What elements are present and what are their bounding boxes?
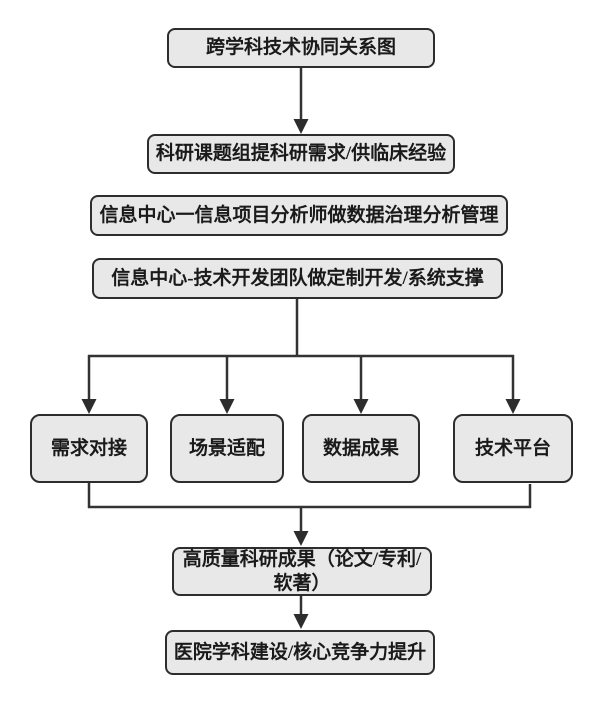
flow-node-outcome: 高质量科研成果（论文/专利/软著）: [172, 547, 432, 596]
flow-node-research-group: 科研课题组提科研需求/供临床经验: [147, 134, 455, 174]
flow-node-info-analyst: 信息中心一信息项目分析师做数据治理分析管理: [90, 195, 508, 236]
flow-node-data: 数据成果: [302, 414, 420, 483]
flow-node-demand: 需求对接: [30, 414, 148, 483]
flow-node-platform: 技术平台: [453, 414, 573, 483]
flow-node-scene: 场景适配: [170, 414, 284, 483]
flow-node-dev-team: 信息中心-技术开发团队做定制开发/系统支撑: [92, 258, 503, 299]
flow-node-title: 跨学科技术协同关系图: [167, 28, 435, 68]
flow-node-impact: 医院学科建设/核心竞争力提升: [165, 630, 435, 675]
